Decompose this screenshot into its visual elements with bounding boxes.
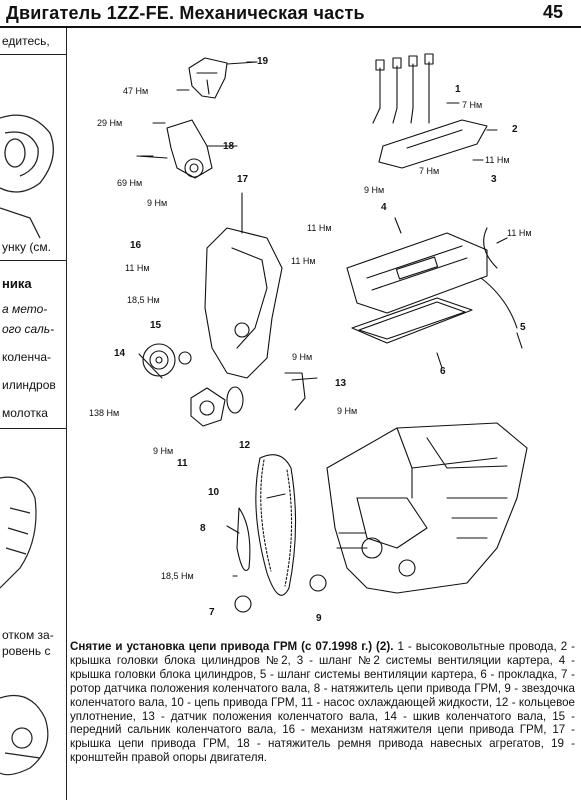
part-label: 11: [177, 458, 188, 469]
torque-label: 47 Нм: [123, 86, 149, 96]
torque-label: 18,5 Нм: [161, 571, 194, 581]
torque-label: 7 Нм: [419, 166, 440, 176]
previous-page-drawing: [0, 476, 37, 589]
part-label: 18: [223, 141, 235, 152]
engine-timing-drawing: [136, 53, 528, 613]
page-number: 45: [542, 2, 563, 22]
torque-label: 9 Нм: [292, 352, 313, 362]
previous-page-drawing: [0, 694, 49, 776]
left-text-fragment: а мето-: [2, 302, 48, 316]
page-header: Двигатель 1ZZ-FE. Механическая часть 45: [0, 0, 581, 28]
part-label: 16: [130, 240, 142, 251]
header-title: Двигатель 1ZZ-FE. Механическая часть: [6, 3, 365, 23]
part-label: 9: [316, 613, 322, 624]
part-label: 13: [335, 378, 347, 389]
torque-label: 18,5 Нм: [127, 295, 160, 305]
torque-label: 29 Нм: [97, 118, 123, 128]
left-text-fragment: едитесь,: [2, 34, 50, 48]
part-label: 5: [520, 322, 526, 333]
torque-label: 11 Нм: [125, 263, 150, 273]
left-divider: [0, 54, 66, 55]
left-text-fragment: ровень с: [2, 644, 51, 658]
figure-caption: Снятие и установка цепи привода ГРМ (с 0…: [70, 640, 575, 765]
previous-page-drawing: [0, 114, 54, 239]
left-text-fragment: коленча-: [2, 350, 52, 364]
part-label: 15: [150, 320, 162, 331]
caption-body: 1 - высоковольтные провода, 2 - крышка г…: [70, 640, 575, 765]
part-label: 14: [114, 348, 126, 359]
torque-label: 138 Нм: [89, 408, 120, 418]
part-label: 3: [491, 174, 497, 185]
previous-page-column: едитесь, унку (см. ника а мето- ого саль…: [0, 28, 67, 800]
part-label: 8: [200, 523, 206, 534]
part-label: 10: [208, 487, 220, 498]
exploded-view-diagram: 19 47 Нм 1 7 Нм 29 Нм 2 18 7 Нм 11 Нм 3 …: [67, 28, 581, 636]
left-text-fragment: унку (см.: [2, 240, 51, 254]
part-label: 2: [512, 124, 518, 135]
left-text-fragment: илиндров: [2, 378, 56, 392]
part-label: 7: [209, 607, 215, 618]
part-label: 12: [239, 440, 251, 451]
torque-label: 69 Нм: [117, 178, 143, 188]
torque-label: 9 Нм: [337, 406, 358, 416]
part-label: 6: [440, 366, 446, 377]
left-text-fragment: отком за-: [2, 628, 54, 642]
torque-label: 7 Нм: [462, 100, 483, 110]
torque-label: 9 Нм: [364, 185, 385, 195]
caption-title: Снятие и установка цепи привода ГРМ (с 0…: [70, 640, 394, 653]
torque-label: 9 Нм: [147, 198, 168, 208]
left-text-fragment: ого саль-: [2, 322, 55, 336]
torque-label: 11 Нм: [485, 155, 510, 165]
left-divider: [0, 260, 66, 261]
torque-label: 11 Нм: [307, 223, 332, 233]
left-divider: [0, 428, 66, 429]
part-label: 19: [257, 56, 269, 67]
part-label: 4: [381, 202, 387, 213]
torque-label: 11 Нм: [507, 228, 532, 238]
part-label: 1: [455, 84, 461, 95]
torque-label: 11 Нм: [291, 256, 316, 266]
left-text-fragment: молотка: [2, 406, 48, 420]
left-heading-fragment: ника: [2, 276, 32, 291]
part-label: 17: [237, 174, 249, 185]
torque-label: 9 Нм: [153, 446, 174, 456]
